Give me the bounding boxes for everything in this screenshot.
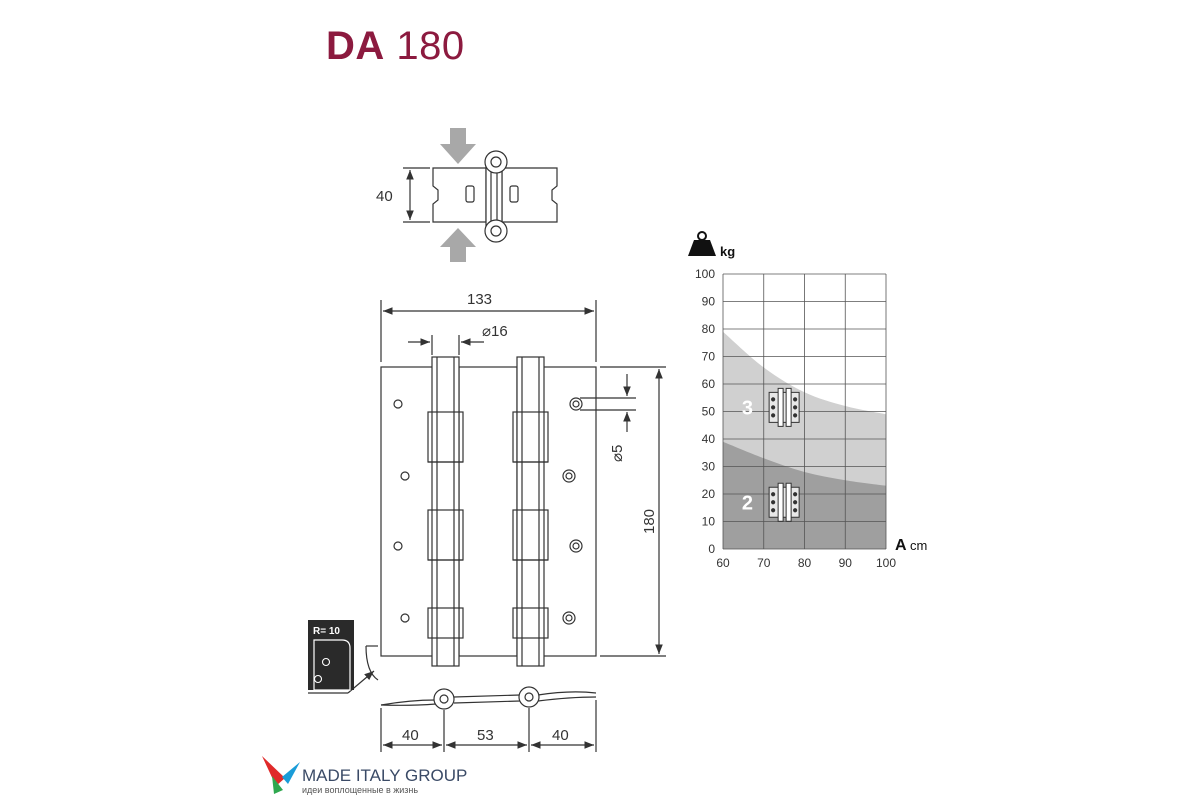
front-view — [308, 300, 666, 694]
top-nut — [484, 150, 508, 174]
radius-label: R= 10 — [313, 626, 340, 637]
y-tick-label: 90 — [702, 295, 716, 309]
screw-hole — [569, 539, 583, 553]
bottom-center-label: 53 — [477, 727, 494, 744]
x-axis-unit: cm — [910, 538, 927, 553]
weight-icon — [688, 231, 716, 256]
brand-tagline: идеи воплощенные в жизнь — [302, 785, 418, 795]
screw-hole — [562, 469, 576, 483]
hinge-plate — [380, 366, 597, 657]
double-hinge-icon — [768, 482, 800, 522]
pin-diameter-label: ⌀16 — [482, 323, 508, 340]
screw-hole — [393, 399, 403, 409]
model-name: DA — [326, 24, 385, 68]
x-tick-label: 80 — [798, 556, 812, 570]
spring-tube — [485, 165, 503, 227]
pin-right — [516, 356, 545, 667]
y-tick-label: 30 — [702, 460, 716, 474]
x-tick-label: 60 — [716, 556, 730, 570]
knuckles-right — [512, 411, 549, 639]
bottom-right-label: 40 — [552, 727, 569, 744]
width-label: 133 — [467, 291, 492, 308]
model-number: 180 — [396, 24, 465, 68]
screw-hole — [393, 541, 403, 551]
y-tick-label: 60 — [702, 377, 716, 391]
y-axis-label: kg — [720, 244, 735, 259]
radius-detail — [308, 620, 354, 691]
height-label: 180 — [641, 509, 658, 534]
y-tick-label: 40 — [702, 432, 716, 446]
bottom-view — [380, 686, 597, 752]
y-tick-label: 70 — [702, 350, 716, 364]
series-label-3: 3 — [742, 397, 753, 419]
screw-hole — [569, 397, 583, 411]
double-hinge-icon — [768, 387, 800, 427]
bottom-nut — [484, 219, 508, 243]
brand-name: MADE ITALY GROUP — [302, 766, 467, 785]
bottom-nut-right — [518, 686, 540, 708]
top-view — [403, 128, 558, 262]
x-tick-label: 70 — [757, 556, 771, 570]
screw-hole — [562, 611, 576, 625]
y-tick-label: 20 — [702, 487, 716, 501]
y-tick-label: 100 — [695, 267, 715, 281]
y-tick-label: 0 — [708, 542, 715, 556]
screw-hole — [400, 471, 410, 481]
top-right-leaf — [501, 167, 558, 223]
arrow-down-icon — [440, 128, 476, 164]
x-tick-label: 100 — [876, 556, 896, 570]
hole-diameter-label: ⌀5 — [609, 445, 626, 462]
bottom-left-label: 40 — [402, 727, 419, 744]
top-height-label: 40 — [376, 188, 393, 205]
arrow-up-icon — [440, 228, 476, 262]
brand-logo-icon — [262, 756, 300, 794]
top-left-leaf — [432, 167, 487, 223]
y-tick-label: 10 — [702, 515, 716, 529]
y-tick-label: 50 — [702, 405, 716, 419]
bottom-nut-left — [433, 688, 455, 710]
y-tick-label: 80 — [702, 322, 716, 336]
x-tick-label: 90 — [839, 556, 853, 570]
page-title: DA 180 — [326, 24, 465, 69]
knuckles-left — [427, 411, 464, 639]
pin-left — [431, 356, 460, 667]
screw-hole — [400, 613, 410, 623]
series-label-2: 2 — [742, 492, 753, 514]
x-axis-letter: A — [895, 537, 907, 554]
